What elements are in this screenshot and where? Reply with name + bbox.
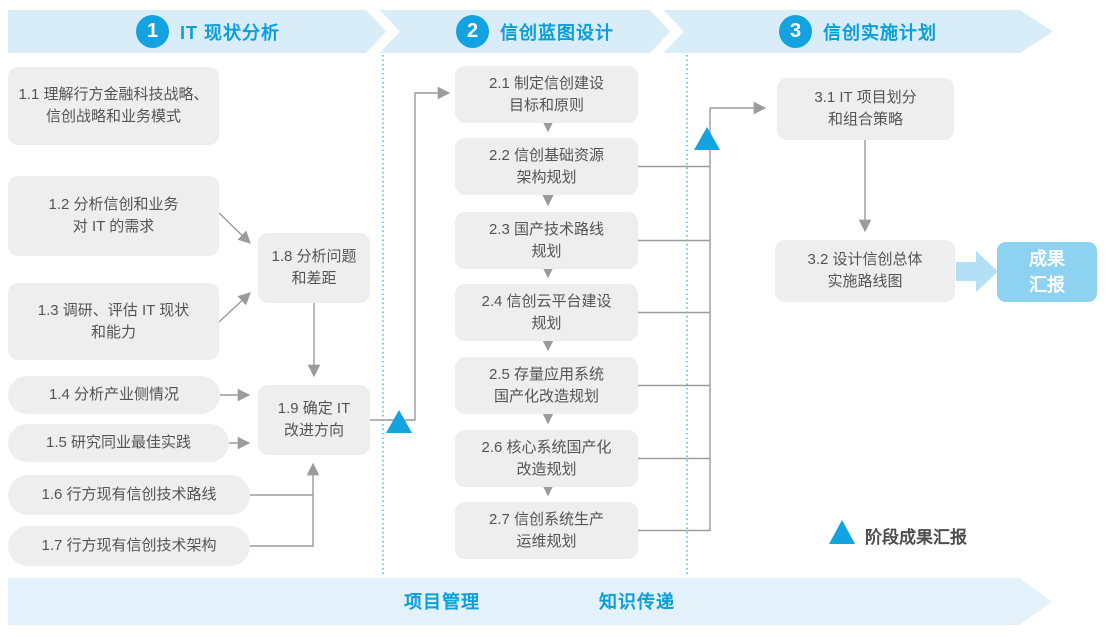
phase-header-1: 1 IT 现状分析 [136,15,280,48]
node-1-6: 1.6 行方现有信创技术路线 [8,475,250,515]
node-1-8: 1.8 分析问题 和差距 [258,233,370,303]
phase-2-title: 信创蓝图设计 [500,22,614,43]
phase-3-number-badge: 3 [779,15,812,48]
node-1-5: 1.5 研究同业最佳实践 [8,424,229,462]
node-2-2: 2.2 信创基础资源 架构规划 [455,138,638,195]
milestone-triangle-phase2 [694,127,720,150]
node-3-1: 3.1 IT 项目划分 和组合策略 [777,78,954,140]
legend-triangle-icon [829,520,855,544]
node-1-3: 1.3 调研、评估 IT 现状 和能力 [8,283,219,360]
node-1-9: 1.9 确定 IT 改进方向 [258,385,370,455]
node-2-4: 2.4 信创云平台建设 规划 [455,284,638,341]
result-arrow-icon [956,251,998,292]
legend-label: 阶段成果汇报 [865,528,967,547]
node-1-4: 1.4 分析产业侧情况 [8,376,220,414]
phase-2-number-badge: 2 [456,15,489,48]
node-2-5: 2.5 存量应用系统 国产化改造规划 [455,357,638,414]
phase-band-chevron-1 [366,3,400,60]
node-3-2: 3.2 设计信创总体 实施路线图 [775,240,955,302]
node-2-1: 2.1 制定信创建设 目标和原则 [455,66,638,123]
phase-band-bottom [8,578,1052,625]
node-2-7: 2.7 信创系统生产 运维规划 [455,502,638,559]
phase-header-3: 3 信创实施计划 [779,15,937,48]
result-report-box: 成果 汇报 [997,242,1097,302]
node-1-2: 1.2 分析信创和业务 对 IT 的需求 [8,176,219,256]
milestone-triangle-phase1 [386,410,412,433]
node-1-7: 1.7 行方现有信创技术架构 [8,526,250,566]
footer-label-knowledge-transfer: 知识传递 [599,592,675,612]
node-1-1: 1.1 理解行方金融科技战略、 信创战略和业务模式 [8,67,219,145]
phase-1-number-badge: 1 [136,15,169,48]
node-2-6: 2.6 核心系统国产化 改造规划 [455,430,638,487]
phase-band-chevron-2 [650,3,684,60]
phase-header-2: 2 信创蓝图设计 [456,15,614,48]
phase-3-title: 信创实施计划 [823,22,937,43]
connectors [218,86,872,547]
phase-1-title: IT 现状分析 [180,22,280,43]
node-2-3: 2.3 国产技术路线 规划 [455,212,638,269]
footer-label-project-management: 项目管理 [404,592,480,612]
